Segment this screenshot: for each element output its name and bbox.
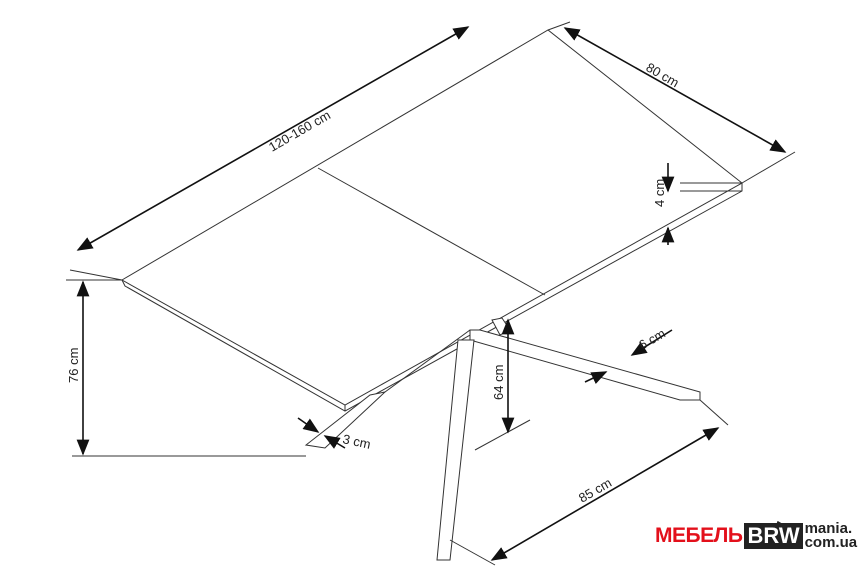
leg-thickness-label: 3 cm — [341, 431, 372, 452]
logo-part-comua: com.ua — [804, 534, 858, 551]
thickness-label: 4 cm — [652, 179, 667, 207]
leg-thickness-arrow-b — [323, 435, 346, 449]
tabletop — [120, 29, 743, 412]
logo-part-mebel: МЕБЕЛЬ — [655, 524, 743, 547]
dimension-arrows — [76, 26, 787, 561]
leg-span-arrow — [490, 427, 720, 561]
length-arrow — [76, 26, 470, 251]
width-label: 80 cm — [644, 60, 682, 91]
width-arrow — [563, 27, 787, 153]
leg-thickness-arrow-a — [297, 417, 320, 433]
brand-logo: МЕБЕЛЬ BRW mania. com.ua — [655, 520, 858, 551]
logo-domain: mania. com.ua — [804, 520, 858, 551]
length-label: 120-160 cm — [266, 107, 333, 154]
leg-width-arrow-b — [630, 329, 673, 356]
legs — [304, 317, 701, 561]
leg-width-arrow-a — [584, 371, 608, 384]
leg-width-label: 6 cm — [636, 326, 668, 353]
extension-lines — [66, 21, 796, 566]
clearance-label: 64 cm — [491, 365, 506, 400]
height-label: 76 cm — [66, 348, 81, 383]
logo-part-mania: mania. — [804, 520, 853, 537]
logo-part-brw: BRW — [744, 523, 803, 549]
leg-span-label: 85 cm — [576, 475, 614, 506]
